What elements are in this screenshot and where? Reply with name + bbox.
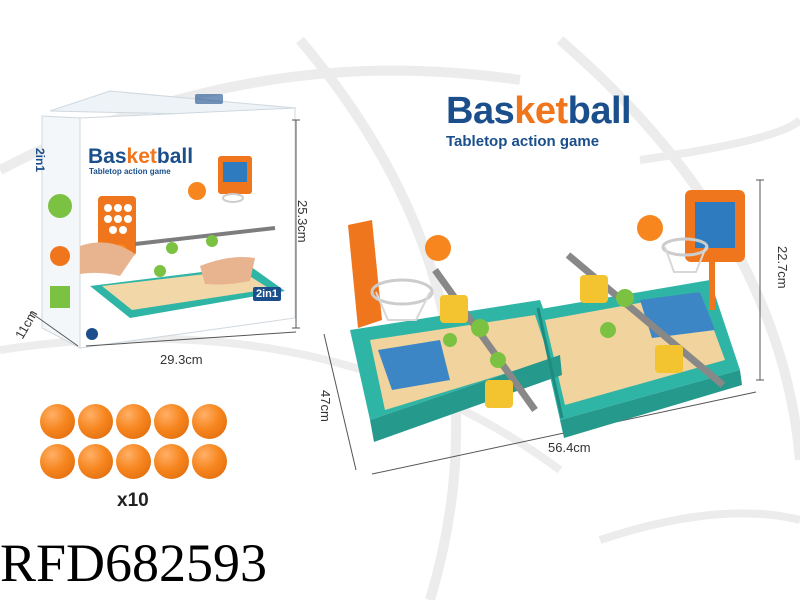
game-width-label: 56.4cm [548, 440, 591, 455]
ball-count-label: x10 [117, 490, 149, 511]
ball [40, 404, 75, 439]
title-prefix: Bas [446, 90, 515, 132]
model-number: RFD682593 [0, 533, 268, 593]
ball [154, 444, 189, 479]
box-subtitle: Tabletop action game [89, 167, 171, 176]
box-brand: Basketball [88, 145, 193, 169]
product-box [41, 90, 297, 349]
ball [78, 444, 113, 479]
box-width-label: 29.3cm [160, 352, 203, 367]
box-brand-accent: ket [126, 145, 157, 168]
ball [116, 404, 151, 439]
box-brand-suffix: ball [156, 145, 194, 168]
ball [192, 404, 227, 439]
box-brand-prefix: Bas [88, 145, 127, 168]
tabletop-game [348, 190, 745, 442]
game-height-label: 22.7cm [775, 246, 790, 289]
ball [192, 444, 227, 479]
ball [154, 404, 189, 439]
ball [116, 444, 151, 479]
product-title: Basketball Tabletop action game [446, 92, 666, 150]
title-main: Basketball [446, 92, 666, 130]
title-suffix: ball [567, 90, 632, 132]
title-accent: ket [514, 90, 568, 132]
box-height-label: 25.3cm [295, 200, 310, 243]
ball [78, 404, 113, 439]
box-side-label: 2in1 [33, 148, 47, 173]
balls-group [40, 404, 230, 484]
ball [40, 444, 75, 479]
game-depth-label: 47cm [318, 390, 333, 422]
title-subtitle: Tabletop action game [446, 133, 600, 150]
box-front-label: 2in1 [253, 287, 282, 301]
